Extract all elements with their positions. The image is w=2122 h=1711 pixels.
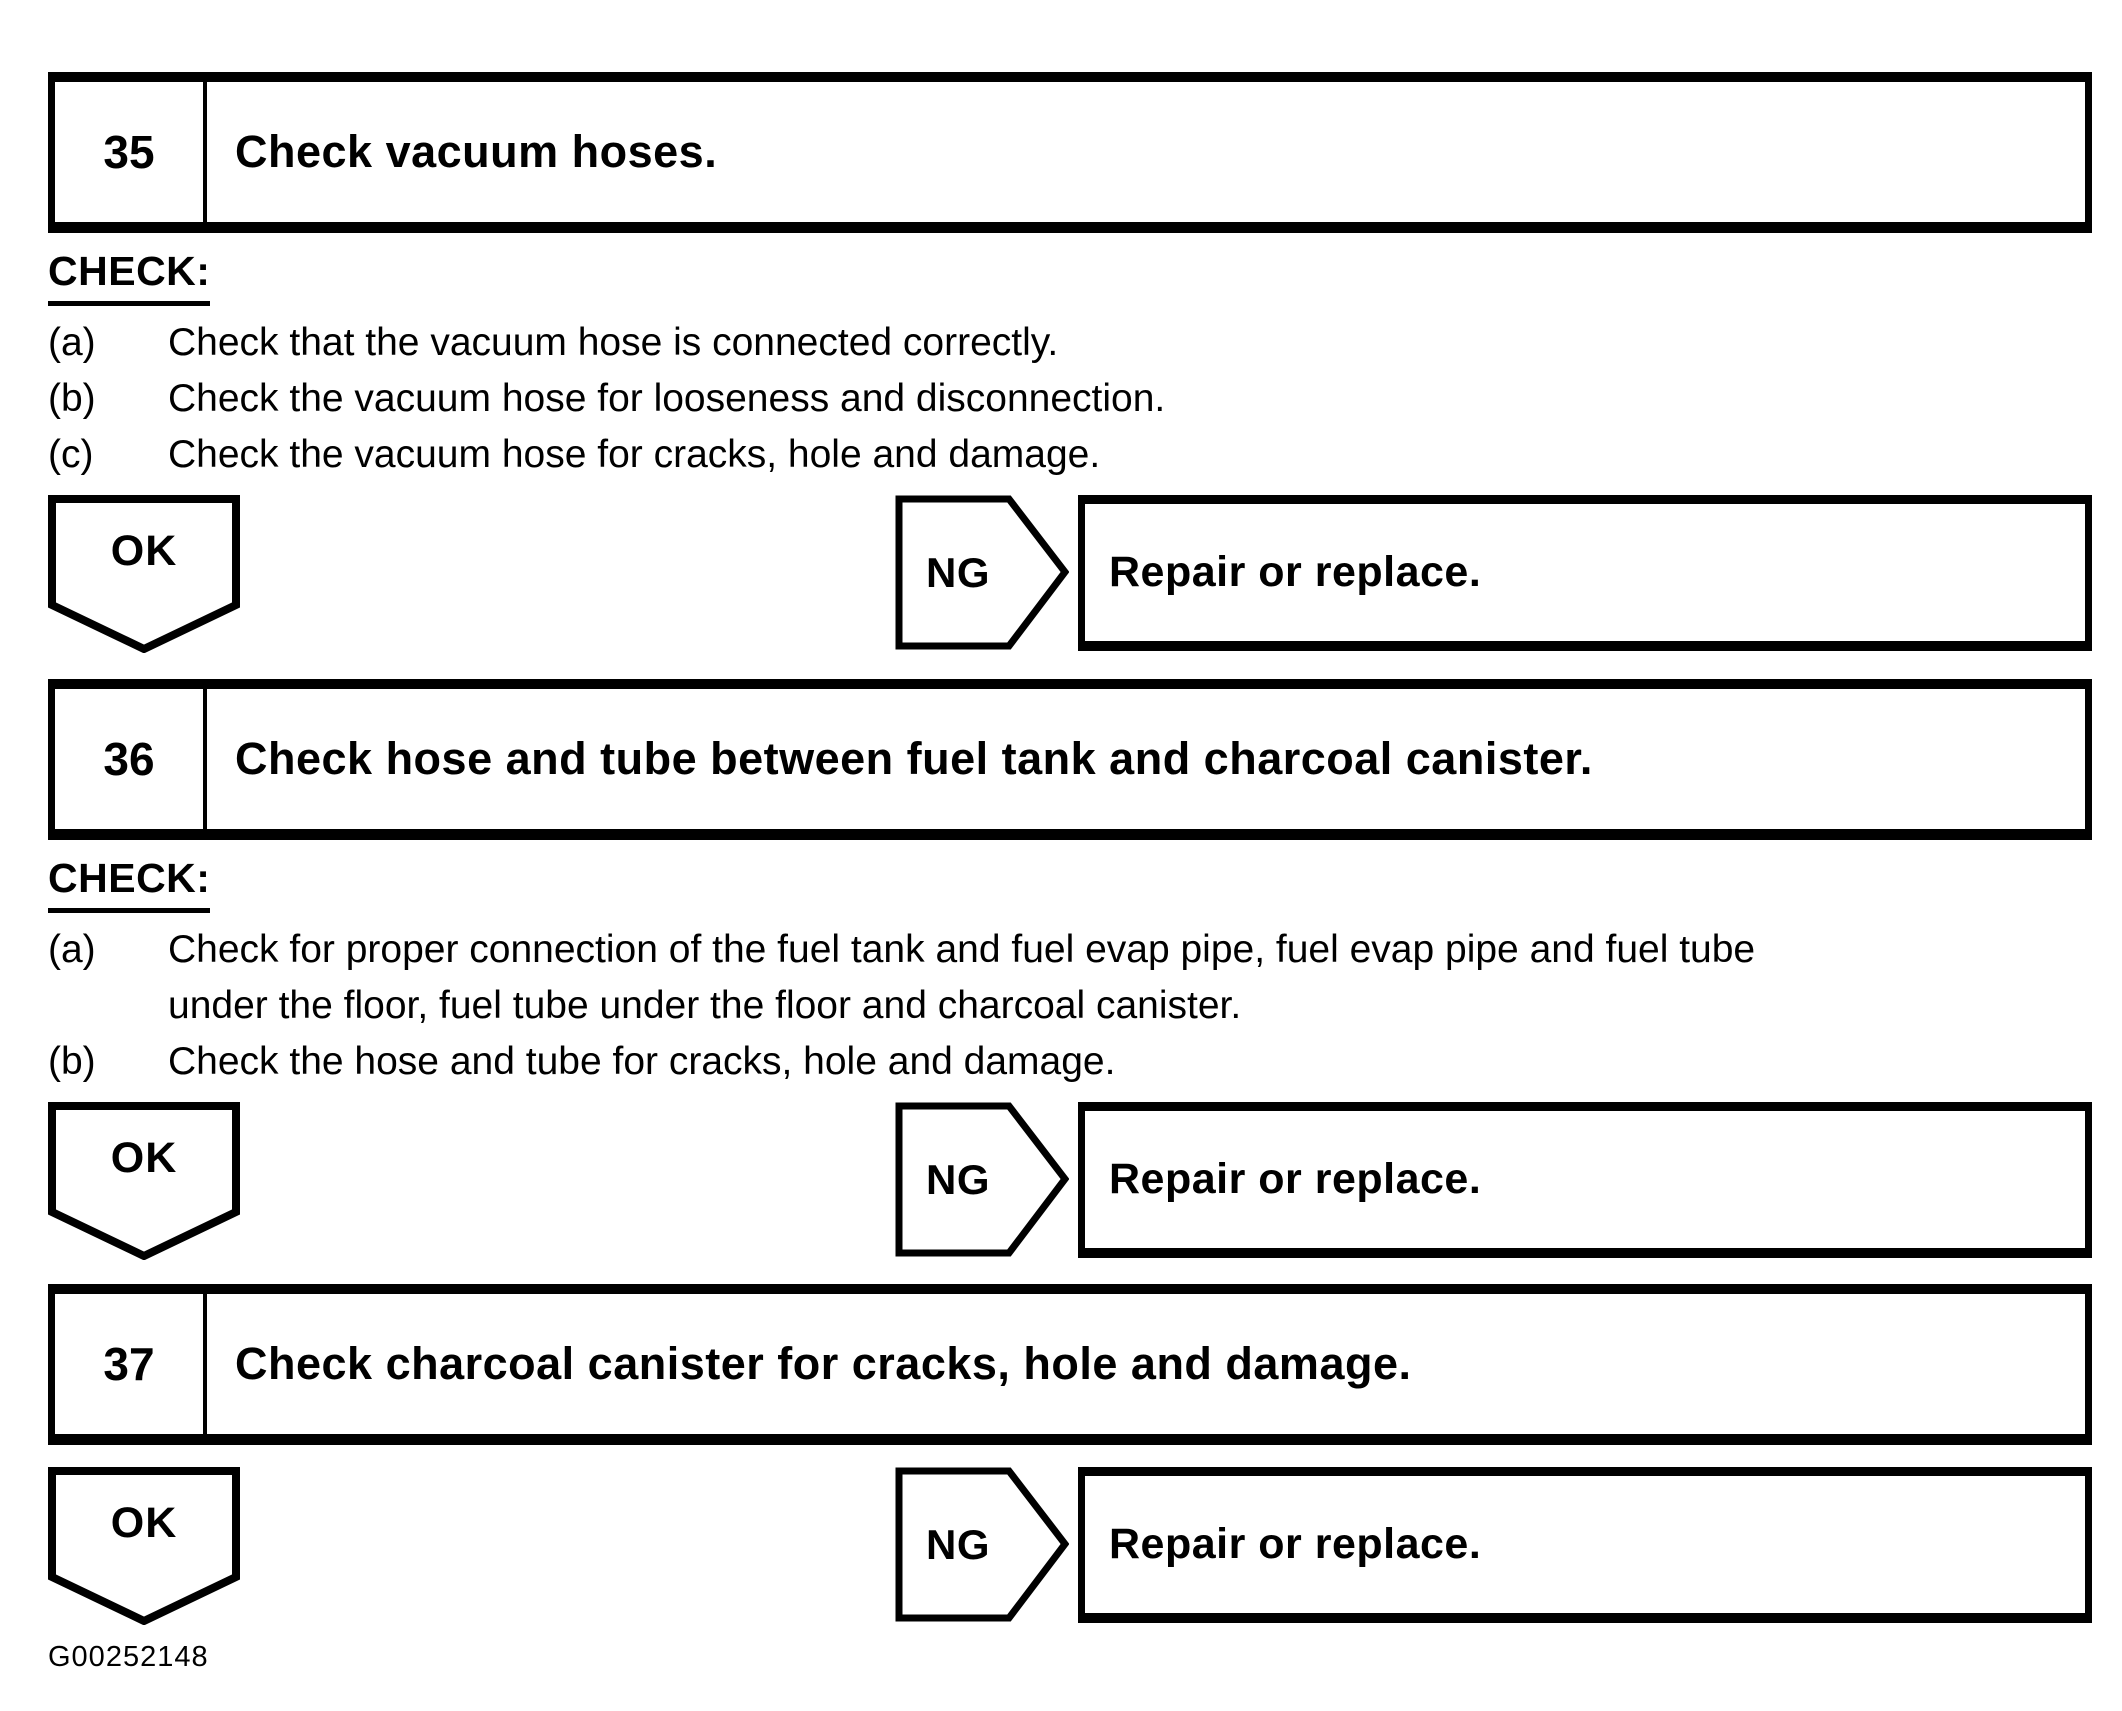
item-label: (b) [48, 377, 96, 420]
ok-label: OK [110, 526, 178, 575]
ok-flowchart-arrow: OK [48, 1467, 240, 1625]
ng-label: NG [926, 548, 990, 596]
check-items: (a) Check that the vacuum hose is connec… [48, 315, 2092, 483]
ok-down-arrow-icon [48, 1102, 240, 1260]
step-36-decision-row: OK NG Repair or replace. [48, 1102, 2092, 1260]
ng-flowchart-arrow: NG [895, 1102, 1069, 1257]
ng-flowchart-arrow: NG [895, 1467, 1069, 1622]
list-item: (b) Check the vacuum hose for looseness … [48, 371, 2092, 427]
manual-page: 35 Check vacuum hoses. CHECK: (a) Check … [48, 72, 2092, 1673]
item-text: Check for proper connection of the fuel … [168, 928, 1756, 1027]
item-label: (b) [48, 1040, 96, 1083]
step-number: 35 [55, 82, 207, 222]
step-title: Check vacuum hoses. [235, 126, 718, 177]
ng-right-arrow-icon [895, 1102, 1069, 1257]
ng-action-box: Repair or replace. [1078, 1102, 2092, 1258]
step-36-check-section: CHECK: (a) Check for proper connection o… [48, 855, 2092, 1090]
step-37-decision-row: OK NG Repair or replace. [48, 1467, 2092, 1625]
ok-flowchart-arrow: OK [48, 495, 240, 653]
ok-label: OK [110, 1133, 178, 1182]
item-text: Check that the vacuum hose is connected … [168, 321, 1059, 364]
check-heading: CHECK: [48, 248, 211, 306]
step-35-header: 35 Check vacuum hoses. [48, 72, 2092, 233]
step-37-header: 37 Check charcoal canister for cracks, h… [48, 1284, 2092, 1445]
ok-down-arrow-icon [48, 495, 240, 653]
ng-right-arrow-icon [895, 495, 1069, 650]
ng-flowchart-arrow: NG [895, 495, 1069, 650]
check-items: (a) Check for proper connection of the f… [48, 922, 2092, 1090]
ng-label: NG [926, 1520, 990, 1568]
figure-id: G00252148 [48, 1641, 209, 1673]
step-title: Check hose and tube between fuel tank an… [235, 733, 1593, 784]
item-label: (a) [48, 321, 96, 364]
item-text: Check the vacuum hose for looseness and … [168, 377, 1166, 420]
step-36-header: 36 Check hose and tube between fuel tank… [48, 679, 2092, 840]
item-text: Check the vacuum hose for cracks, hole a… [168, 433, 1101, 476]
list-item: (a) Check for proper connection of the f… [48, 922, 2092, 1034]
ng-action-box: Repair or replace. [1078, 495, 2092, 651]
step-35-check-section: CHECK: (a) Check that the vacuum hose is… [48, 248, 2092, 483]
item-text: Check the hose and tube for cracks, hole… [168, 1040, 1116, 1083]
ok-label: OK [110, 1498, 178, 1547]
ok-flowchart-arrow: OK [48, 1102, 240, 1260]
item-label: (c) [48, 433, 94, 476]
ng-right-arrow-icon [895, 1467, 1069, 1622]
step-35-decision-row: OK NG Repair or replace. [48, 495, 2092, 653]
ng-action-box: Repair or replace. [1078, 1467, 2092, 1623]
item-label: (a) [48, 928, 96, 971]
list-item: (c) Check the vacuum hose for cracks, ho… [48, 427, 2092, 483]
list-item: (b) Check the hose and tube for cracks, … [48, 1034, 2092, 1090]
step-number: 37 [55, 1294, 207, 1434]
check-heading: CHECK: [48, 855, 211, 913]
step-title: Check charcoal canister for cracks, hole… [235, 1338, 1412, 1389]
ok-down-arrow-icon [48, 1467, 240, 1625]
list-item: (a) Check that the vacuum hose is connec… [48, 315, 2092, 371]
ng-label: NG [926, 1155, 990, 1203]
step-number: 36 [55, 689, 207, 829]
